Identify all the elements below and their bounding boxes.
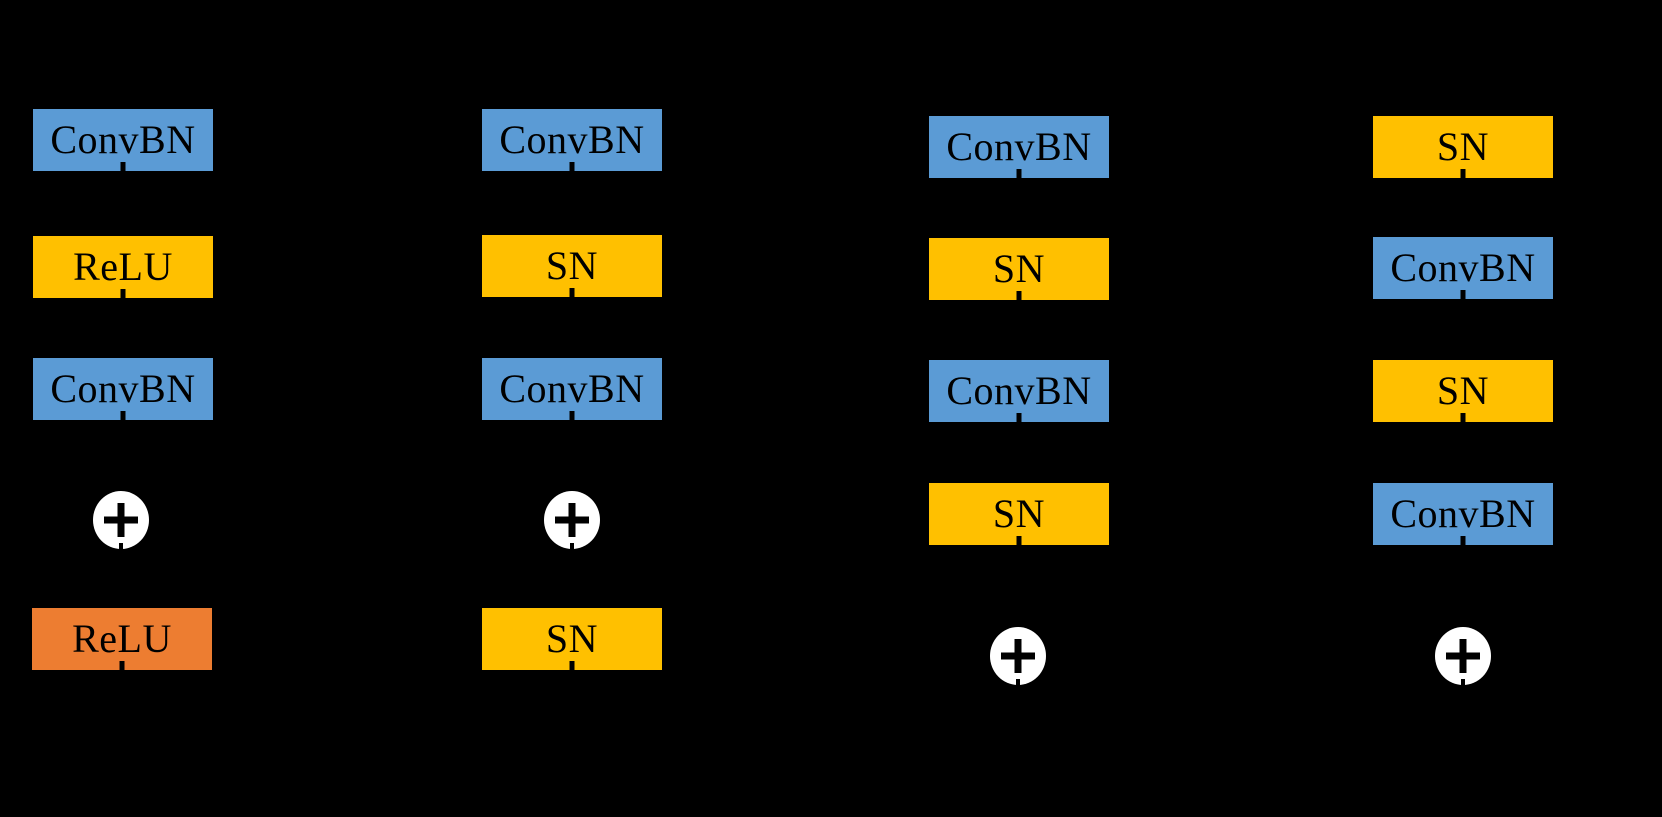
add-node [93,491,149,549]
block-label: ConvBN [946,123,1092,169]
convbn-block: ConvBN [1373,483,1553,545]
convbn-block: ConvBN [929,360,1109,422]
arrow-stub [1016,291,1022,300]
sn-block: SN [929,238,1109,300]
add-node [544,491,600,549]
arrow-stub [569,661,575,670]
add-node [1435,627,1491,685]
sn-block: SN [482,608,662,670]
add-node [990,627,1046,685]
block-label: SN [992,490,1046,536]
arrow-stub [569,288,575,297]
block-label: ConvBN [499,116,645,162]
convbn-block: ConvBN [1373,237,1553,299]
convbn-block: ConvBN [482,109,662,171]
block-label: SN [545,615,599,661]
plus-icon [117,503,125,537]
arrow-stub [1461,679,1465,685]
convbn-block: ConvBN [33,109,213,171]
relu-block-final: ReLU [32,608,212,670]
arrow-stub [1016,536,1022,545]
arrow-stub [1016,679,1020,685]
sn-block: SN [929,483,1109,545]
arrow-stub [119,543,123,549]
block-label: SN [1436,123,1490,169]
convbn-block: ConvBN [482,358,662,420]
block-label: ConvBN [50,365,196,411]
arrow-stub [119,661,125,670]
arrow-stub [569,162,575,171]
arrow-stub [1460,169,1466,178]
arrow-stub [1016,413,1022,422]
block-label: ConvBN [946,367,1092,413]
block-label: ConvBN [1390,490,1536,536]
convbn-block: ConvBN [929,116,1109,178]
relu-block: ReLU [33,236,213,298]
block-label: SN [992,245,1046,291]
block-label: SN [1436,367,1490,413]
sn-block: SN [482,235,662,297]
block-label: ReLU [73,243,173,289]
sn-block: SN [1373,116,1553,178]
arrow-stub [120,289,126,298]
plus-icon [1014,639,1022,673]
sn-block: SN [1373,360,1553,422]
arrow-stub [1460,413,1466,422]
arrow-stub [1460,536,1466,545]
arrow-stub [1016,169,1022,178]
arrow-stub [120,162,126,171]
arrow-stub [569,411,575,420]
block-label: ConvBN [50,116,196,162]
arrow-stub [570,543,574,549]
block-label: ReLU [72,615,172,661]
arrow-stub [120,411,126,420]
arrow-stub [1460,290,1466,299]
block-label: ConvBN [1390,244,1536,290]
convbn-block: ConvBN [33,358,213,420]
block-label: ConvBN [499,365,645,411]
block-label: SN [545,242,599,288]
plus-icon [568,503,576,537]
plus-icon [1459,639,1467,673]
